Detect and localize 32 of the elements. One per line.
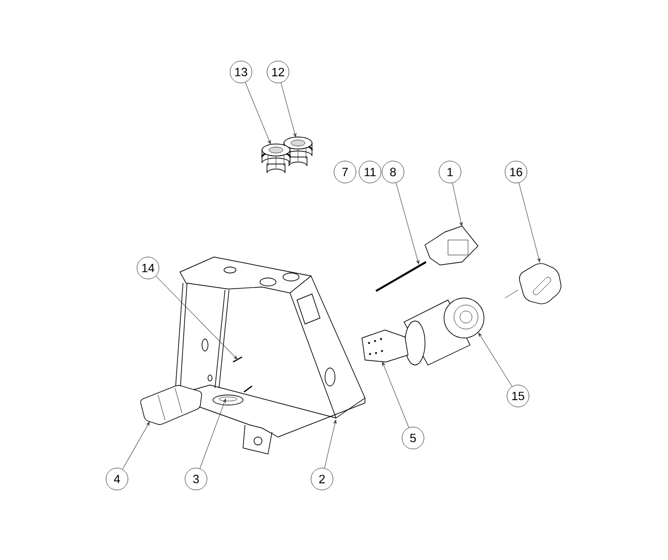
callout-number: 16 [504,160,528,184]
leader-line [478,332,512,387]
key-drawing [504,263,562,304]
pin-drawing [376,261,426,292]
callout-number: 13 [230,60,252,84]
leader-line [396,182,420,264]
leader-line [122,422,150,470]
leader-line [518,182,540,262]
cable-gland-drawing [261,144,291,174]
leader-line [280,82,296,138]
callout-number: 15 [506,384,530,408]
callout-number: 7 [334,160,356,184]
leader-line [382,362,410,428]
connector-drawing [424,226,478,266]
callout-number: 4 [106,468,128,490]
callout-number: 5 [402,426,424,450]
leader-line [156,276,238,360]
switch-drawing [404,298,484,366]
connector-drawing [362,330,408,362]
leader-line [245,82,271,144]
leader-line [324,420,337,468]
callout-number: 2 [310,468,334,490]
callout-number: 3 [184,468,208,490]
bracket-drawing [174,256,366,454]
leader-line [452,182,463,226]
callout-number: 12 [266,60,290,84]
leader-line [200,398,226,469]
callout-number: 11 [358,160,382,184]
callout-number: 14 [136,256,160,280]
callout-number: 1 [438,160,462,184]
plug-drawing [140,385,202,425]
callout-number: 8 [382,160,404,184]
